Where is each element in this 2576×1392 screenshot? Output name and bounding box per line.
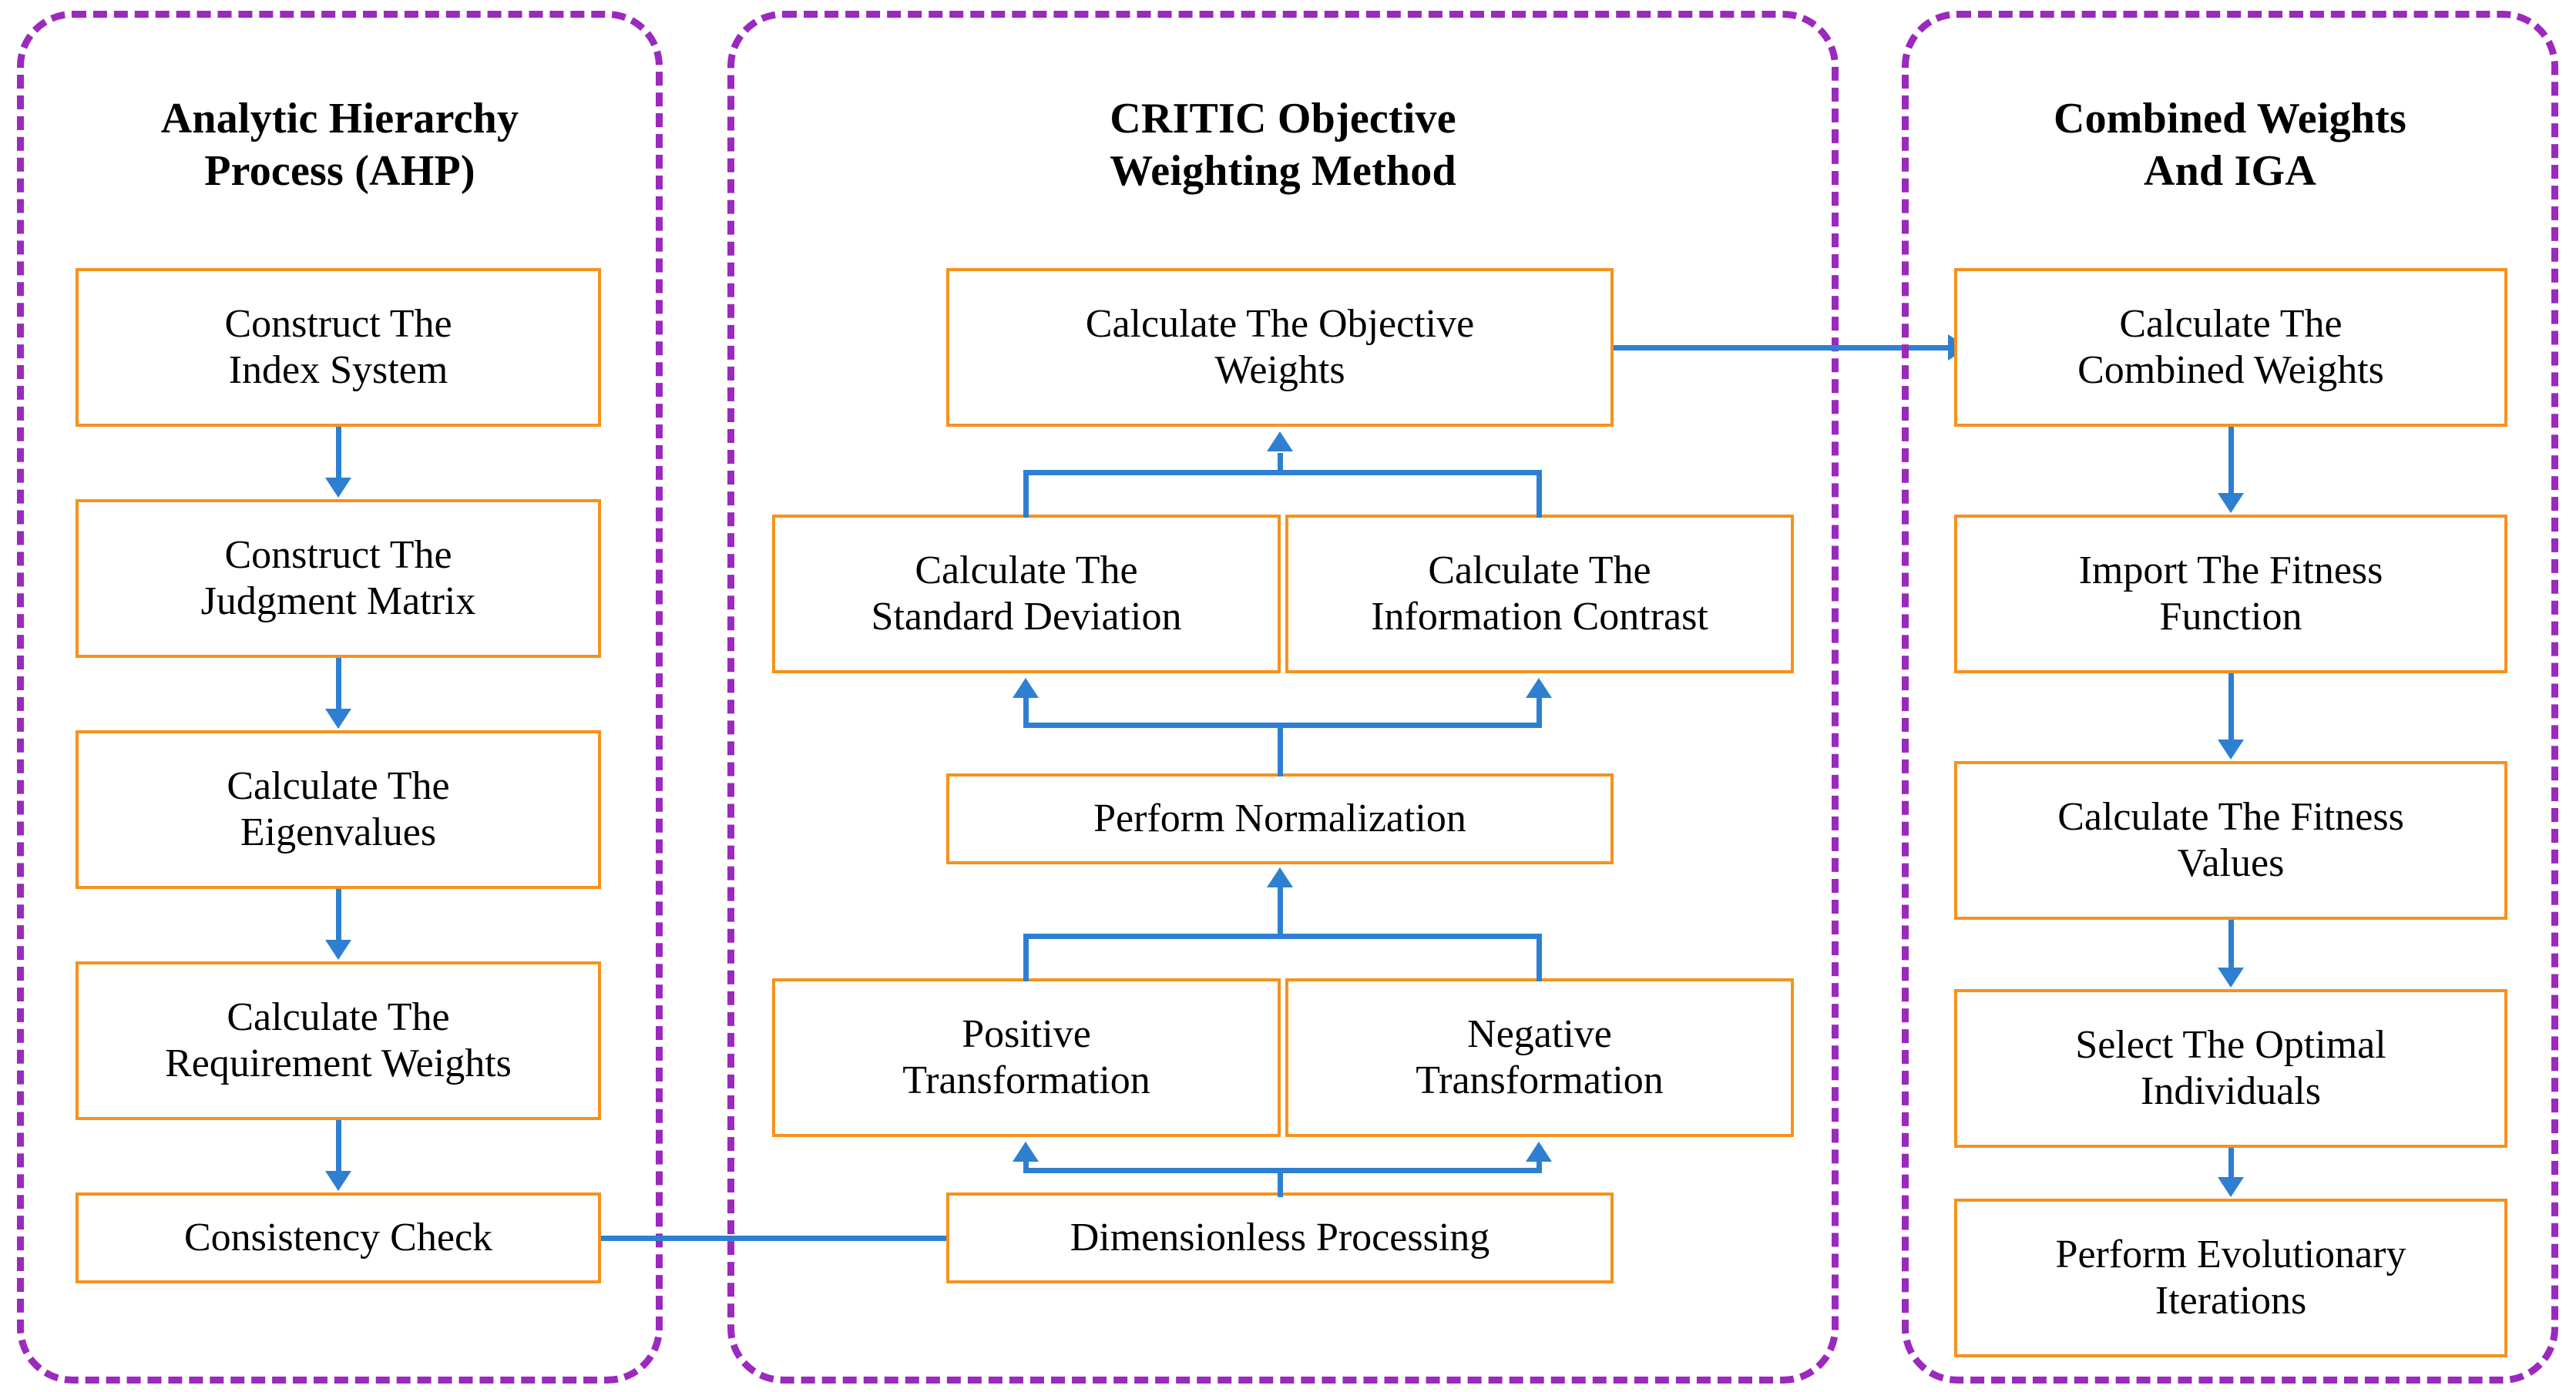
panel-iga bbox=[1902, 11, 2558, 1384]
arrowhead-iga-1-2 bbox=[2218, 493, 2244, 513]
connector-bus-to-negative bbox=[1537, 1162, 1542, 1172]
connector-positive-riser bbox=[1023, 934, 1029, 981]
node-consistency-check[interactable]: Consistency Check bbox=[76, 1192, 601, 1283]
arrowhead-ahp-1-2 bbox=[325, 478, 351, 498]
arrowhead-transform-bus-to-normalization bbox=[1267, 867, 1293, 887]
connector-ahp-to-critic bbox=[601, 1236, 946, 1241]
panel-critic bbox=[727, 11, 1839, 1384]
node-calculate-combined-weights[interactable]: Calculate The Combined Weights bbox=[1954, 268, 2507, 427]
node-perform-evolutionary-iterations[interactable]: Perform Evolutionary Iterations bbox=[1954, 1199, 2507, 1357]
connector-stddev-riser bbox=[1023, 470, 1029, 518]
connector-iga-1-2 bbox=[2228, 427, 2234, 495]
node-construct-index-system[interactable]: Construct The Index System bbox=[76, 268, 601, 427]
connector-bus-to-infocontrast bbox=[1537, 698, 1542, 726]
panel-critic-title: CRITIC Objective Weighting Method bbox=[1110, 95, 1456, 196]
arrowhead-iga-2-3 bbox=[2218, 740, 2244, 760]
node-negative-transformation[interactable]: Negative Transformation bbox=[1285, 978, 1794, 1137]
connector-iga-3-4 bbox=[2228, 920, 2234, 969]
connector-dimensionless-to-bus bbox=[1278, 1168, 1283, 1197]
connector-iga-4-5 bbox=[2228, 1148, 2234, 1179]
node-calculate-eigenvalues[interactable]: Calculate The Eigenvalues bbox=[76, 730, 601, 889]
node-import-fitness-function[interactable]: Import The Fitness Function bbox=[1954, 515, 2507, 673]
node-dimensionless-processing[interactable]: Dimensionless Processing bbox=[946, 1192, 1614, 1283]
arrowhead-bus-to-negative bbox=[1526, 1142, 1552, 1162]
node-calculate-requirement-weights[interactable]: Calculate The Requirement Weights bbox=[76, 961, 601, 1120]
node-calculate-fitness-values[interactable]: Calculate The Fitness Values bbox=[1954, 761, 2507, 920]
arrowhead-bus-to-infocontrast bbox=[1526, 678, 1552, 698]
node-positive-transformation[interactable]: Positive Transformation bbox=[772, 978, 1281, 1137]
panel-iga-title: Combined Weights And IGA bbox=[2053, 95, 2407, 196]
connector-transform-bus-to-normalization bbox=[1278, 887, 1283, 937]
node-calculate-standard-deviation[interactable]: Calculate The Standard Deviation bbox=[772, 515, 1281, 673]
arrowhead-bus-to-stddev bbox=[1013, 678, 1039, 698]
arrowhead-ahp-4-5 bbox=[325, 1171, 351, 1191]
node-calculate-objective-weights[interactable]: Calculate The Objective Weights bbox=[946, 268, 1614, 427]
connector-bus-to-positive bbox=[1023, 1162, 1029, 1172]
arrowhead-iga-4-5 bbox=[2218, 1177, 2244, 1197]
arrowhead-bus-to-objective bbox=[1267, 431, 1293, 451]
connector-critic-to-iga bbox=[1614, 345, 1948, 351]
panel-ahp bbox=[17, 11, 663, 1384]
connector-normalization-to-bus bbox=[1278, 723, 1283, 777]
panel-ahp-title: Analytic Hierarchy Process (AHP) bbox=[160, 95, 519, 196]
node-calculate-information-contrast[interactable]: Calculate The Information Contrast bbox=[1285, 515, 1794, 673]
node-select-optimal-individuals[interactable]: Select The Optimal Individuals bbox=[1954, 989, 2507, 1148]
connector-ahp-3-4 bbox=[336, 889, 341, 941]
connector-bus-to-stddev bbox=[1023, 698, 1029, 726]
connector-bus-to-objective bbox=[1278, 453, 1283, 475]
connector-negative-riser bbox=[1537, 934, 1542, 981]
connector-ahp-1-2 bbox=[336, 427, 341, 479]
node-perform-normalization[interactable]: Perform Normalization bbox=[946, 773, 1614, 864]
arrowhead-bus-to-positive bbox=[1013, 1142, 1039, 1162]
arrowhead-ahp-3-4 bbox=[325, 940, 351, 960]
connector-ahp-4-5 bbox=[336, 1120, 341, 1172]
connector-infocontrast-riser bbox=[1537, 470, 1542, 518]
arrowhead-iga-3-4 bbox=[2218, 968, 2244, 988]
arrowhead-ahp-2-3 bbox=[325, 709, 351, 729]
connector-iga-2-3 bbox=[2228, 673, 2234, 741]
connector-ahp-2-3 bbox=[336, 658, 341, 710]
node-construct-judgment-matrix[interactable]: Construct The Judgment Matrix bbox=[76, 499, 601, 658]
